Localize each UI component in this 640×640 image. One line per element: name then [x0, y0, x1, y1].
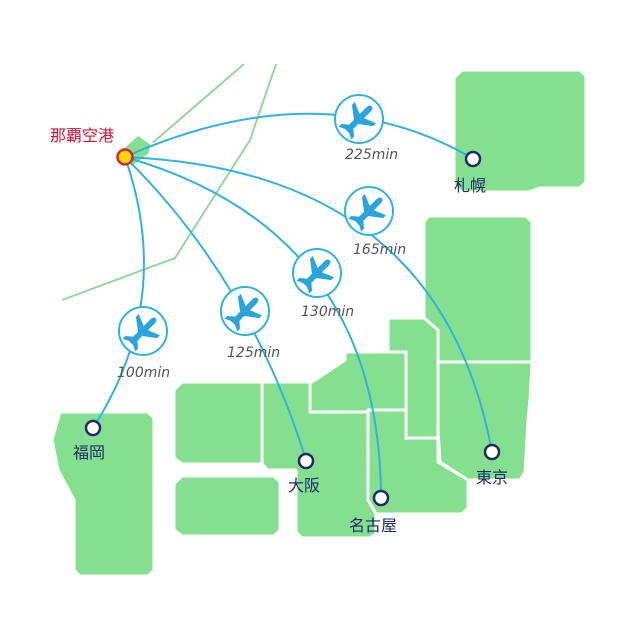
- city-marker-sapporo: [464, 150, 482, 168]
- city-label-fukuoka: 福岡: [73, 443, 105, 462]
- plane-badge-sapporo: [334, 94, 384, 144]
- time-label-tokyo: 165min: [353, 242, 406, 258]
- origin-marker: [116, 148, 134, 166]
- city-label-tokyo: 東京: [476, 468, 508, 487]
- city-marker-nagoya: [372, 489, 390, 507]
- region-border: [308, 382, 368, 414]
- origin-label: 那覇空港: [50, 126, 114, 145]
- city-label-nagoya: 名古屋: [349, 516, 397, 535]
- route-tokyo: [124, 156, 493, 453]
- land-masses: [50, 68, 588, 578]
- grid-line: [61, 63, 277, 301]
- time-label-osaka: 125min: [227, 345, 280, 361]
- city-label-sapporo: 札幌: [454, 176, 486, 195]
- route-fukuoka: [92, 156, 145, 429]
- time-label-fukuoka: 100min: [117, 365, 170, 381]
- land-chugoku: [172, 380, 264, 466]
- plane-badge-fukuoka: [118, 306, 168, 356]
- city-markers: [84, 150, 501, 507]
- city-marker-tokyo: [483, 443, 501, 461]
- plane-badge-osaka: [220, 286, 270, 336]
- region-borders: [308, 360, 532, 440]
- map-grid-lines: [61, 63, 277, 301]
- time-label-nagoya: 130min: [301, 304, 354, 320]
- city-marker-osaka: [297, 452, 315, 470]
- city-label-osaka: 大阪: [288, 476, 320, 495]
- city-marker-fukuoka: [84, 419, 102, 437]
- land-hokkaido: [452, 68, 588, 194]
- region-border: [404, 410, 438, 440]
- plane-badge-nagoya: [292, 248, 342, 298]
- land-shikoku: [172, 474, 282, 538]
- land-kyushu: [50, 410, 156, 578]
- plane-badge-tokyo: [344, 186, 394, 236]
- land-tohoku-kanto: [422, 214, 534, 482]
- time-label-sapporo: 225min: [345, 147, 398, 163]
- route-sapporo: [124, 112, 473, 159]
